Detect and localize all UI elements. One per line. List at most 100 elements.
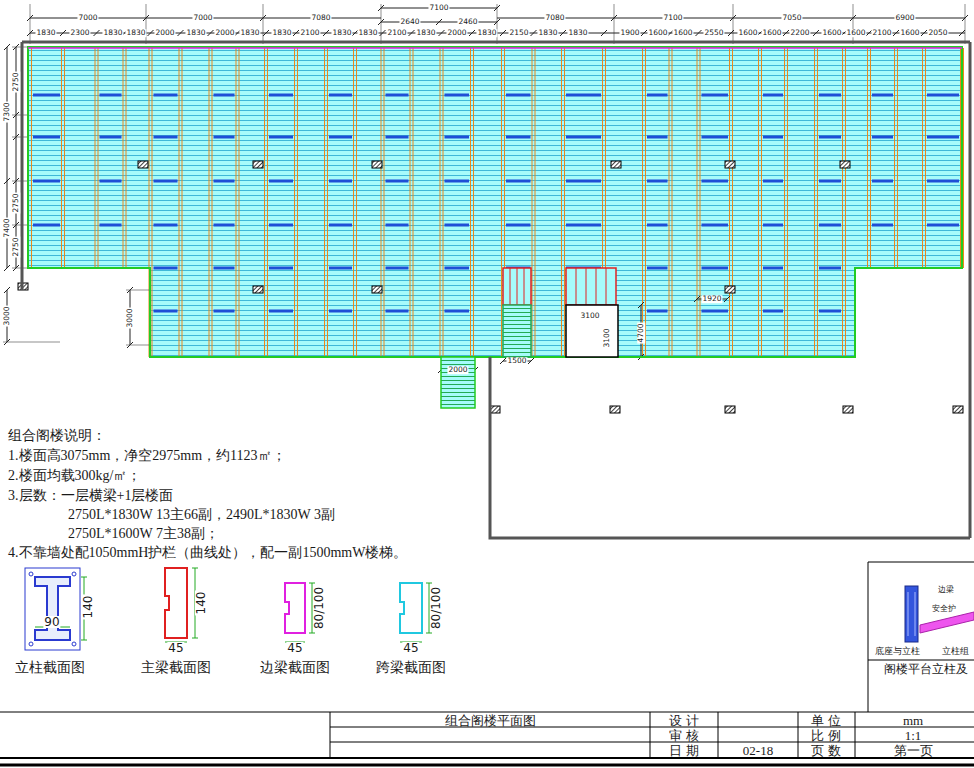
board-edge [561, 48, 562, 357]
extension-line [30, 4, 31, 44]
edge-beam-line [28, 47, 962, 49]
extension-line [12, 225, 28, 226]
cross-beam [647, 267, 668, 270]
board-edge [209, 48, 210, 357]
cross-beam [763, 267, 783, 270]
board-edge [842, 48, 843, 357]
title-block-cell: 1:1 [905, 729, 922, 742]
cross-beam [445, 180, 470, 183]
extension-line [146, 4, 147, 44]
board-edge [327, 48, 328, 357]
cross-beam [702, 224, 729, 227]
deck-outline [28, 47, 962, 357]
board-edge [443, 48, 444, 357]
dimension-label: 1600 [761, 29, 782, 37]
title-block-cell: 单 位 [811, 714, 840, 727]
dimension-label: 6900 [894, 14, 915, 22]
dimension-label: 3100 [603, 327, 611, 348]
dimension-tick [4, 178, 10, 184]
board-edge [267, 48, 268, 357]
board-edge [384, 48, 385, 357]
dimension-tick [4, 265, 10, 271]
dimension-label: 2460 [457, 18, 478, 26]
cross-beam [872, 224, 893, 227]
cross-beam [386, 224, 409, 227]
column-base [253, 286, 263, 293]
cross-beam [819, 136, 841, 139]
dimension-label: 2640 [399, 18, 420, 26]
dimension-tick [263, 30, 269, 36]
dimension-label: 1830 [415, 29, 436, 37]
board-edge [294, 48, 295, 357]
column-illustration [905, 586, 918, 642]
cross-beam [702, 310, 729, 313]
cross-beam [927, 94, 959, 97]
board-edge [787, 48, 788, 357]
dimension-label: 1830 [102, 29, 123, 37]
board-edge [98, 48, 99, 268]
title-block-cell: mm [903, 714, 923, 727]
dimension-tick [850, 15, 856, 21]
cross-beam [647, 180, 668, 183]
dimension-label: 1830 [476, 29, 497, 37]
bolt-hole [72, 642, 76, 646]
dimension-label: 2100 [386, 29, 407, 37]
cross-beam [566, 180, 601, 183]
dimension-tick [696, 30, 702, 36]
cross-beam [647, 136, 668, 139]
railing-post [510, 268, 524, 305]
extension-line [263, 4, 264, 44]
dimension-label: 1830 [35, 29, 56, 37]
column-holes [908, 592, 915, 636]
dimension-tick [378, 19, 384, 25]
dimension-tick [641, 30, 647, 36]
board-edge [440, 48, 441, 357]
extension-line [12, 268, 28, 269]
section-caption: 主梁截面图 [141, 661, 211, 675]
board-edge [758, 48, 759, 357]
section-dimension: 140 [82, 595, 94, 620]
board-edge [784, 48, 785, 357]
main-beam-section [165, 568, 187, 638]
dimension-label: 7100 [662, 14, 683, 22]
dimension-label: 7100 [428, 4, 449, 12]
extension-line [3, 342, 60, 343]
extension-line [497, 4, 498, 44]
board-edge [61, 48, 62, 268]
dimension-label: 2150 [508, 29, 529, 37]
cross-beam [819, 224, 841, 227]
bolt-hole [72, 572, 76, 576]
dimension-label: 7400 [3, 217, 11, 238]
cross-beam [506, 224, 531, 227]
dimension-label: 7300 [3, 101, 11, 122]
board-edge [669, 48, 670, 357]
dimension-label: 1600 [647, 29, 668, 37]
cross-beam [33, 180, 60, 183]
dimension-tick [436, 19, 442, 25]
extension-line [12, 137, 28, 138]
note-text: 3.层数：一层横梁+1层楼面 [8, 489, 173, 503]
dimension-tick [531, 30, 537, 36]
cross-beam [566, 94, 601, 97]
dimension-line [285, 583, 315, 642]
extension-line [12, 181, 28, 182]
title-block-cell: 日 期 [669, 744, 698, 757]
note-text: 2750L*1830W 13主66副，2490L*1830W 3副 [68, 508, 335, 522]
cross-beam [702, 136, 729, 139]
title-block-cell: 第一页 [894, 744, 933, 757]
board-edge [179, 48, 180, 357]
section-dimension: 90 [43, 616, 60, 628]
cross-beam [927, 136, 959, 139]
dimension-tick [500, 30, 506, 36]
dimension-label: 1920 [701, 295, 722, 303]
cross-beam [386, 94, 409, 97]
board-edge [867, 48, 868, 268]
board-edge [897, 48, 898, 268]
board-edge [894, 48, 895, 268]
board-edge [761, 48, 762, 357]
generated-geometry [3, 4, 968, 413]
cross-beam [647, 224, 668, 227]
cross-beam [386, 267, 409, 270]
column-base [372, 161, 382, 168]
dimension-tick [208, 30, 214, 36]
